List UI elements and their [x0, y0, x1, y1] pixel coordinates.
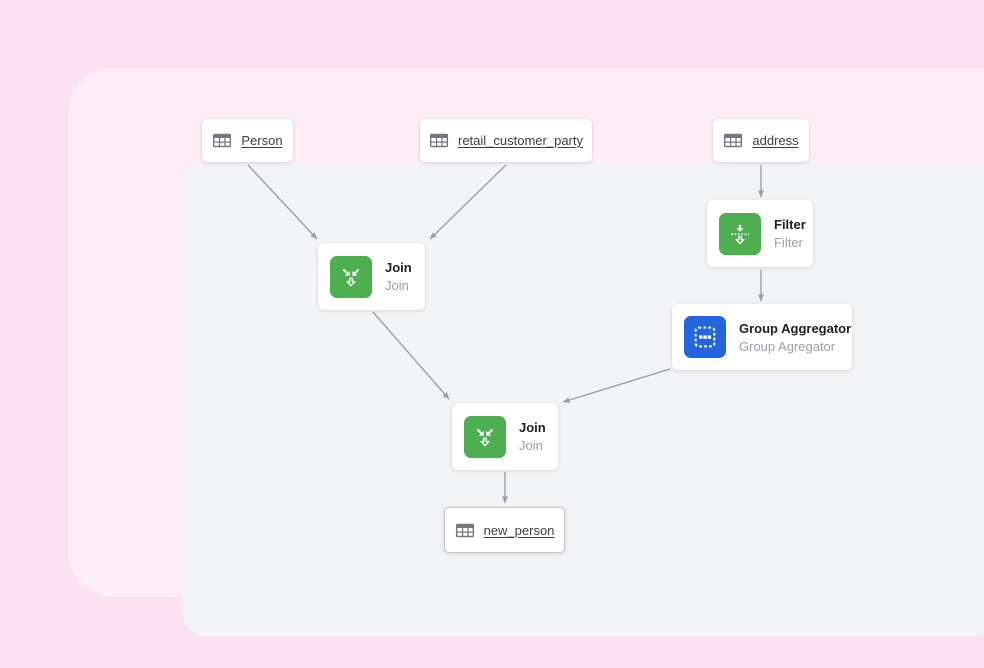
table-icon: [429, 132, 449, 149]
node-address-label[interactable]: address: [752, 133, 799, 148]
node-retail-customer-party[interactable]: retail_customer_party: [420, 119, 592, 162]
node-filter-subtitle: Filter: [774, 235, 803, 250]
node-group-aggregator[interactable]: Group Aggregator Group Agregator: [672, 304, 852, 370]
node-join-1-title: Join: [385, 260, 412, 275]
node-join-1[interactable]: Join Join: [318, 243, 425, 310]
node-join-2-title: Join: [519, 420, 546, 435]
node-join-2-subtitle: Join: [519, 438, 543, 453]
table-icon: [212, 132, 232, 149]
table-icon: [723, 132, 743, 149]
node-person-label[interactable]: Person: [241, 133, 283, 148]
node-filter[interactable]: Filter Filter: [707, 200, 813, 267]
pipeline-canvas[interactable]: [183, 163, 984, 636]
filter-icon: [719, 212, 761, 255]
node-join-1-subtitle: Join: [385, 278, 409, 293]
node-address[interactable]: address: [713, 119, 809, 162]
node-person[interactable]: Person: [202, 119, 293, 162]
group-aggregator-icon: [684, 316, 726, 358]
node-new-person-label[interactable]: new_person: [483, 522, 555, 538]
node-retail-customer-party-label[interactable]: retail_customer_party: [458, 133, 583, 148]
node-group-aggregator-title: Group Aggregator: [739, 320, 852, 336]
join-icon: [330, 255, 372, 298]
node-new-person[interactable]: new_person: [444, 507, 565, 553]
table-icon: [455, 522, 475, 539]
join-icon: [464, 415, 506, 458]
node-join-2[interactable]: Join Join: [452, 403, 558, 470]
node-filter-title: Filter: [774, 217, 806, 232]
node-group-aggregator-subtitle: Group Agregator: [739, 338, 836, 354]
